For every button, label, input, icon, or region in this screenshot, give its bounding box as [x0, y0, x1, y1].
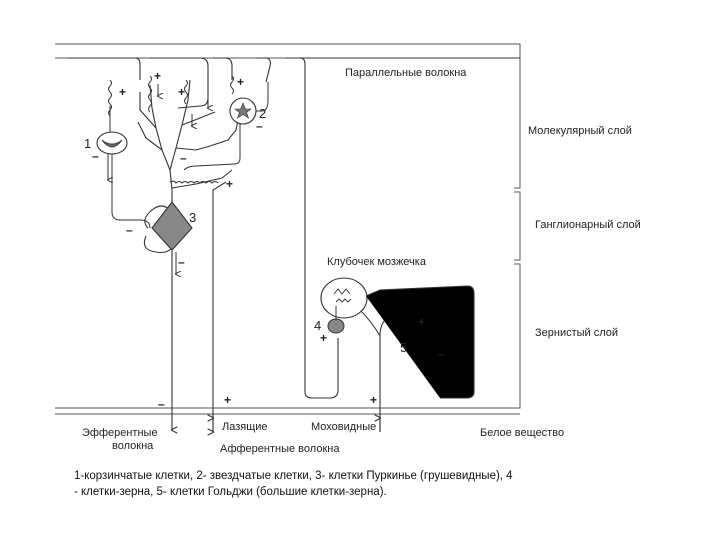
parallel-fibers — [68, 57, 520, 399]
stellate-cell — [183, 82, 269, 171]
purkinje-cell — [143, 201, 193, 430]
caption-line-2: - клетки-зерна, 5- клетки Гольджи (больш… — [74, 486, 387, 498]
sign-minus: – — [438, 347, 445, 361]
sign-plus: + — [224, 393, 231, 407]
granule-cell — [327, 306, 345, 334]
sign-plus: + — [320, 331, 327, 345]
parallel-fibers-label: Параллельные волокна — [345, 67, 467, 79]
wavy-dendrite-spines — [108, 75, 432, 327]
sign-minus: – — [92, 149, 99, 163]
climbing-label: Лазящие — [222, 421, 268, 433]
label-2: 2 — [259, 106, 266, 121]
figure-caption: 1-корзинчатые клетки, 2- звездчатые клет… — [74, 468, 594, 500]
glomerulus-label: Клубочек мозжечка — [327, 256, 427, 268]
sign-plus: + — [370, 393, 377, 407]
molecular-layer-label: Молекулярный слой — [528, 125, 632, 137]
sign-plus: + — [226, 177, 233, 191]
cerebellar-glomerulus — [320, 277, 368, 319]
climbing-fiber — [213, 181, 227, 432]
golgi-cell — [365, 285, 475, 399]
layer-brackets — [514, 43, 521, 409]
granular-layer-label: Зернистый слой — [535, 327, 618, 339]
purkinje-dendrites — [137, 79, 239, 205]
mossy-label: Моховидные — [311, 421, 376, 433]
signal-arrows — [158, 84, 208, 126]
label-1: 1 — [84, 136, 91, 151]
sign-plus: + — [119, 85, 126, 99]
label-4: 4 — [314, 318, 321, 333]
sign-minus: – — [158, 397, 165, 411]
sign-plus: + — [237, 75, 244, 89]
label-3: 3 — [189, 210, 196, 225]
ganglionic-layer-label: Ганглионарный слой — [535, 219, 641, 231]
white-matter-label: Белое вещество — [480, 427, 564, 439]
sign-minus: – — [178, 255, 185, 269]
sign-plus: + — [178, 85, 185, 99]
sign-minus: – — [256, 119, 263, 133]
sign-minus: – — [180, 151, 187, 165]
caption-line-1: 1-корзинчатые клетки, 2- звездчатые клет… — [74, 470, 513, 482]
sign-minus: – — [126, 223, 133, 237]
sign-plus: + — [418, 315, 425, 329]
sign-plus: + — [154, 69, 161, 83]
afferent-label: Афферентные волокна — [220, 443, 340, 455]
efferent-label-2: волокна — [112, 440, 154, 452]
label-5: 5 — [400, 340, 407, 355]
basket-cell — [96, 106, 151, 229]
efferent-label-1: Эфферентные — [82, 427, 158, 439]
